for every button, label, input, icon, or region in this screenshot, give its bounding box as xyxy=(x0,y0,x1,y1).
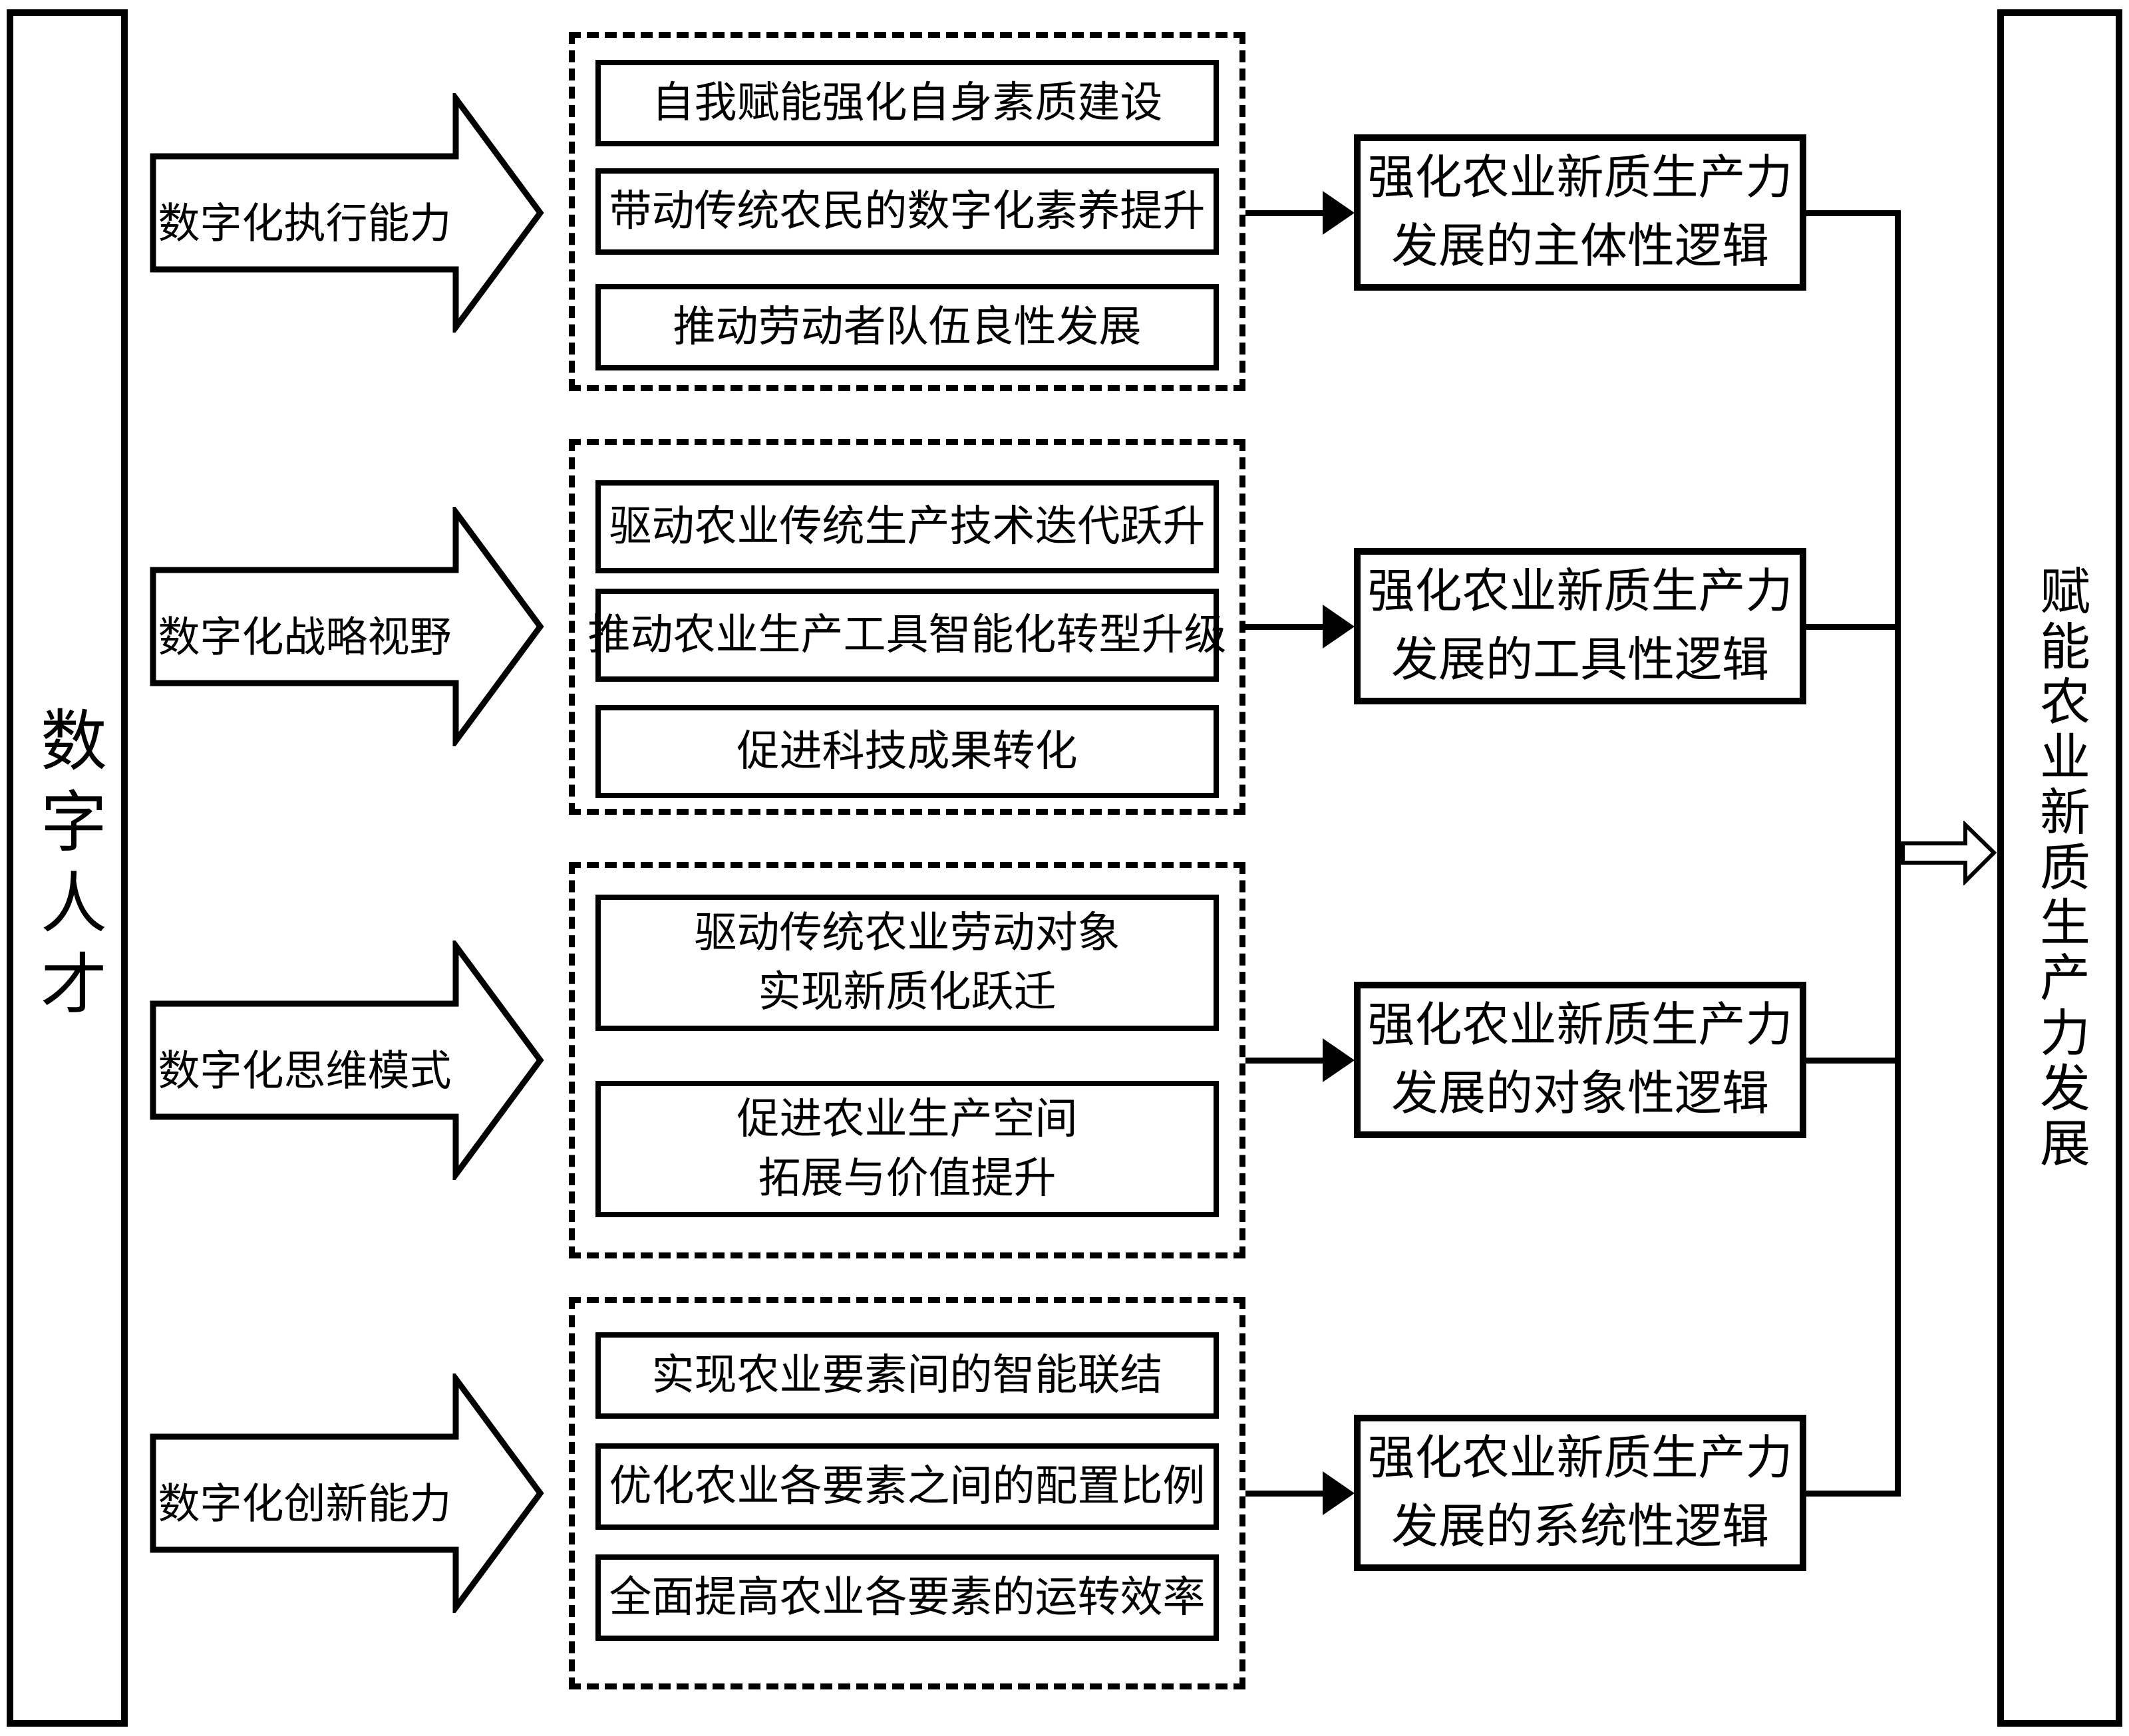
group-box-text: 自我赋能强化自身素质建设 xyxy=(651,78,1163,126)
group-box: 促进农业生产空间 拓展与价值提升 xyxy=(595,1081,1219,1217)
group-box-text: 实现农业要素间的智能联结 xyxy=(651,1351,1163,1399)
group-box: 促进科技成果转化 xyxy=(595,705,1219,798)
block-arrow-icon xyxy=(150,507,544,746)
arrowhead-icon xyxy=(1323,1038,1355,1082)
connector-line xyxy=(1806,1058,1901,1064)
result-box-instrument-logic: 强化农业新质生产力 发展的工具性逻辑 xyxy=(1354,548,1806,704)
arrow-label: 数字化思维模式 xyxy=(158,1048,452,1094)
group-box-text: 全面提高农业各要素的运转效率 xyxy=(609,1573,1206,1621)
block-arrow-icon xyxy=(150,1374,544,1613)
arrow-label: 数字化执行能力 xyxy=(158,200,452,247)
result-text: 发展的对象性逻辑 xyxy=(1391,1068,1769,1120)
connector-line xyxy=(1806,1491,1901,1497)
group-box-text: 推动劳动者队伍良性发展 xyxy=(673,303,1142,351)
result-text: 强化农业新质生产力 xyxy=(1367,565,1793,618)
group-box-text: 驱动农业传统生产技术迭代跃升 xyxy=(609,502,1206,550)
group-box: 驱动农业传统生产技术迭代跃升 xyxy=(595,480,1219,573)
result-text: 发展的工具性逻辑 xyxy=(1391,634,1769,686)
group-box-text: 驱动传统农业劳动对象 xyxy=(694,909,1120,957)
group-box: 全面提高农业各要素的运转效率 xyxy=(595,1554,1219,1641)
arrowhead-icon xyxy=(1323,191,1355,235)
group-box-text: 拓展与价值提升 xyxy=(758,1154,1057,1202)
result-text: 发展的主体性逻辑 xyxy=(1391,220,1769,273)
empowerment-label: 赋能农业新质生产力发展 xyxy=(2032,564,2088,1172)
connector-line xyxy=(1806,210,1901,216)
group-execution xyxy=(569,32,1245,391)
group-box: 自我赋能强化自身素质建设 xyxy=(595,60,1219,146)
connector-line xyxy=(1245,1058,1324,1064)
group-strategy xyxy=(569,439,1245,815)
group-box-text: 推动农业生产工具智能化转型升级 xyxy=(587,611,1227,658)
group-box-text: 优化农业各要素之间的配置比例 xyxy=(609,1462,1206,1510)
capability-arrow-execution: 数字化执行能力 xyxy=(150,93,544,333)
capability-arrow-innovation: 数字化创新能力 xyxy=(150,1374,544,1613)
group-box: 推动农业生产工具智能化转型升级 xyxy=(588,589,1227,682)
group-box-text: 促进农业生产空间 xyxy=(737,1095,1078,1143)
group-box-text: 实现新质化跃迁 xyxy=(758,968,1057,1016)
result-text: 强化农业新质生产力 xyxy=(1367,1432,1793,1485)
group-box-text: 促进科技成果转化 xyxy=(737,727,1078,775)
arrowhead-icon xyxy=(1323,605,1355,649)
hollow-arrow-icon xyxy=(1901,821,1997,885)
result-box-subject-logic: 强化农业新质生产力 发展的主体性逻辑 xyxy=(1354,134,1806,291)
group-box: 推动劳动者队伍良性发展 xyxy=(595,284,1219,370)
result-box-object-logic: 强化农业新质生产力 发展的对象性逻辑 xyxy=(1354,982,1806,1138)
connector-line xyxy=(1806,624,1901,630)
connector-line xyxy=(1245,624,1324,630)
connector-line xyxy=(1245,210,1324,216)
block-arrow-icon xyxy=(150,940,544,1180)
result-text: 强化农业新质生产力 xyxy=(1367,999,1793,1052)
capability-arrow-thinking: 数字化思维模式 xyxy=(150,940,544,1180)
group-innovation xyxy=(569,1297,1245,1689)
arrow-label: 数字化战略视野 xyxy=(158,614,452,660)
capability-arrow-strategy: 数字化战略视野 xyxy=(150,507,544,746)
block-arrow-icon xyxy=(150,93,544,333)
group-box: 带动传统农民的数字化素养提升 xyxy=(595,168,1219,255)
arrow-label: 数字化创新能力 xyxy=(158,1481,452,1527)
group-box: 驱动传统农业劳动对象 实现新质化跃迁 xyxy=(595,895,1219,1031)
arrowhead-icon xyxy=(1323,1471,1355,1515)
group-box-text: 带动传统农民的数字化素养提升 xyxy=(609,187,1206,235)
result-box-system-logic: 强化农业新质生产力 发展的系统性逻辑 xyxy=(1354,1415,1806,1571)
empowerment-panel: 赋能农业新质生产力发展 xyxy=(1997,9,2122,1727)
group-thinking xyxy=(569,862,1245,1258)
group-box: 实现农业要素间的智能联结 xyxy=(595,1332,1219,1419)
connector-line xyxy=(1245,1491,1324,1497)
digital-talent-label: 数字人才 xyxy=(30,706,104,1030)
result-text: 发展的系统性逻辑 xyxy=(1391,1501,1769,1553)
group-box: 优化农业各要素之间的配置比例 xyxy=(595,1443,1219,1530)
digital-talent-panel: 数字人才 xyxy=(7,9,128,1727)
bus-line xyxy=(1895,210,1901,1497)
result-text: 强化农业新质生产力 xyxy=(1367,152,1793,204)
